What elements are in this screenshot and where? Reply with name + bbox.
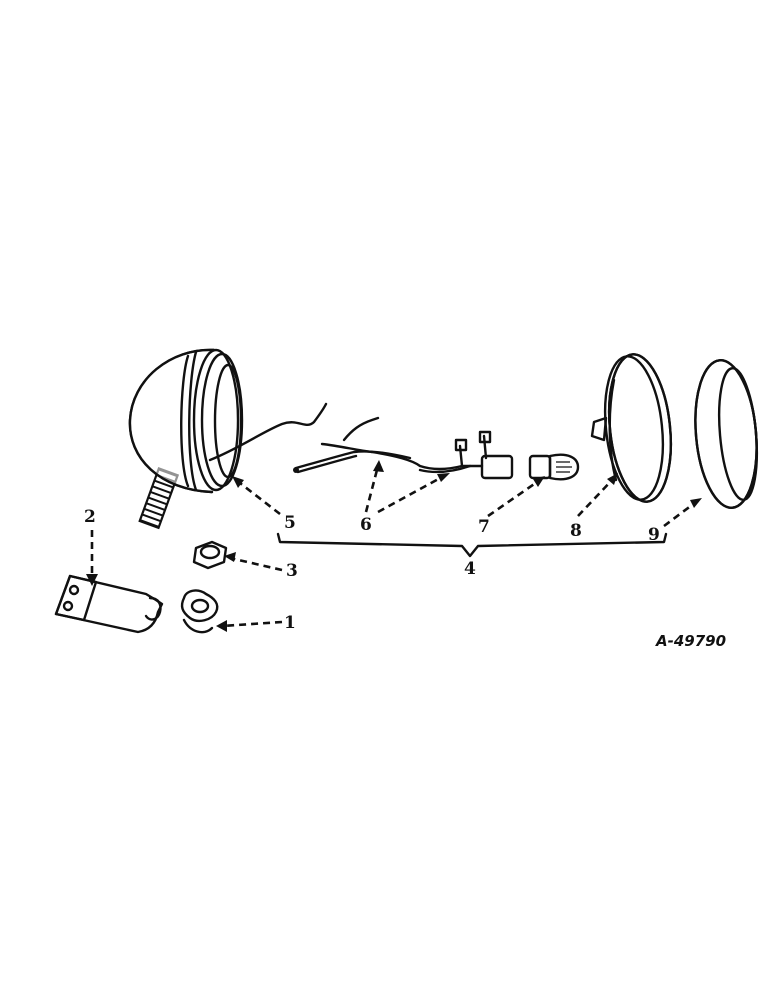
- sealed-beam-lens-icon: [590, 353, 673, 503]
- callout-2: 2: [84, 507, 96, 527]
- callout-9: 9: [648, 525, 660, 545]
- wiring-harness-icon: [293, 416, 514, 480]
- callout-1: 1: [284, 613, 296, 633]
- callout-3: 3: [286, 561, 298, 581]
- lamp-housing-icon: [128, 348, 328, 530]
- figure-code: A-49790: [655, 632, 726, 650]
- callout-5: 5: [284, 513, 296, 533]
- clamp-icon: [180, 589, 219, 634]
- callout-7: 7: [478, 517, 490, 537]
- retaining-ring-icon: [694, 359, 759, 509]
- callout-8: 8: [570, 521, 582, 541]
- nut-icon: [192, 540, 228, 570]
- leader-lines: [86, 460, 702, 632]
- lamp-assembly-brace: [276, 532, 668, 558]
- bracket-icon: [54, 574, 164, 634]
- bulb-icon: [528, 453, 580, 481]
- callout-4: 4: [464, 559, 476, 579]
- callout-6: 6: [360, 515, 372, 535]
